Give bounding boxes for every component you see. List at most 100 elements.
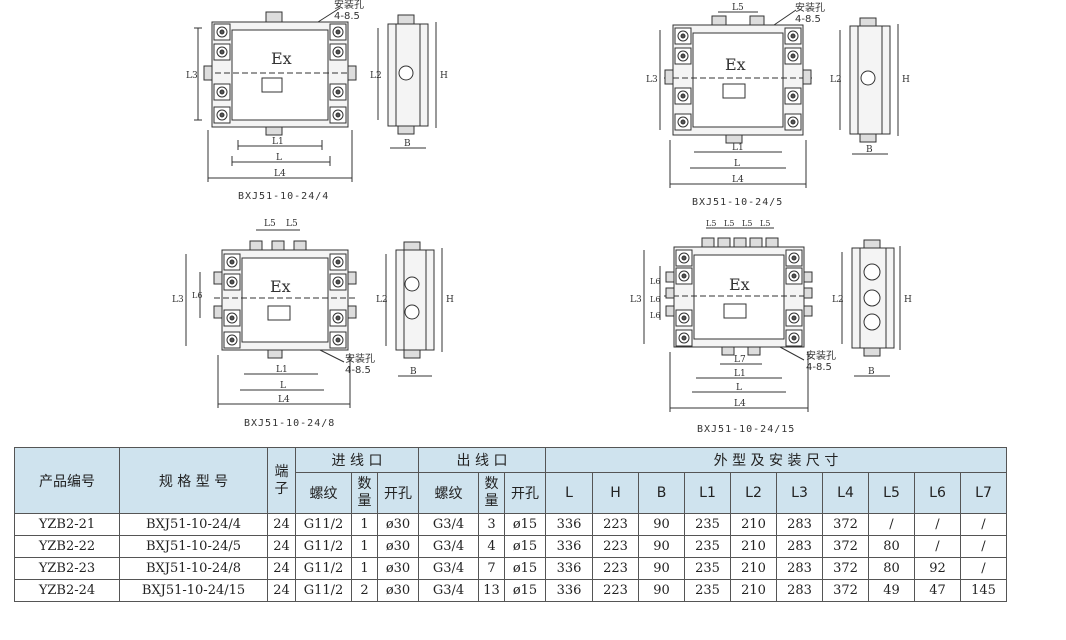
dim-l7-4: L7 bbox=[734, 355, 746, 365]
drawing-caption-4: BXJ51-10-24/15 bbox=[697, 424, 796, 435]
dim-l1-1: L1 bbox=[272, 137, 284, 147]
drawing-bxj51-4 bbox=[194, 7, 437, 182]
header-dim-h: H bbox=[592, 472, 639, 514]
dim-l4-1: L4 bbox=[274, 169, 286, 179]
drawing-bxj51-5 bbox=[659, 9, 899, 188]
table-cell: / bbox=[960, 513, 1007, 536]
header-product-no: 产品编号 bbox=[14, 447, 120, 514]
install-hole-label: 安装孔 bbox=[806, 351, 836, 362]
product-no-cell: YZB2-24 bbox=[14, 579, 120, 602]
table-cell: 1 bbox=[351, 535, 378, 558]
header-dim-b: B bbox=[638, 472, 685, 514]
table-cell: 90 bbox=[638, 557, 685, 580]
dim-l2-4: L2 bbox=[832, 295, 844, 305]
dim-h-2: H bbox=[902, 75, 910, 85]
header-inlet: 进 线 口 bbox=[295, 447, 419, 473]
product-no-cell: YZB2-23 bbox=[14, 557, 120, 580]
dim-l-3: L bbox=[280, 381, 286, 391]
table-cell: / bbox=[868, 513, 915, 536]
dim-l1-2: L1 bbox=[732, 143, 744, 153]
dim-l5d-4: L5 bbox=[760, 219, 770, 228]
ex-mark-3: Ex bbox=[270, 277, 291, 296]
dim-b-2: B bbox=[866, 145, 873, 155]
header-inlet-qty: 数量 bbox=[351, 472, 378, 514]
dim-l6b-4: L6 bbox=[650, 295, 660, 304]
table-cell: 7 bbox=[478, 557, 505, 580]
table-cell: G11/2 bbox=[295, 513, 352, 536]
header-outlet-qty-text: 数量 bbox=[484, 476, 499, 509]
table-cell: G11/2 bbox=[295, 535, 352, 558]
table-cell: / bbox=[914, 513, 961, 536]
header-outlet: 出 线 口 bbox=[418, 447, 546, 473]
table-cell: ø30 bbox=[377, 513, 419, 536]
header-outlet-thread: 螺纹 bbox=[418, 472, 479, 514]
table-cell: 372 bbox=[822, 557, 869, 580]
table-cell: 336 bbox=[545, 535, 593, 558]
install-hole-spec: 4-8.5 bbox=[334, 11, 360, 22]
table-cell: 80 bbox=[868, 535, 915, 558]
table-cell: 24 bbox=[267, 579, 296, 602]
install-hole-label: 安装孔 bbox=[334, 0, 364, 11]
header-dim-l3: L3 bbox=[776, 472, 823, 514]
table-cell: G3/4 bbox=[418, 579, 479, 602]
table-cell: 235 bbox=[684, 579, 731, 602]
table-cell: 2 bbox=[351, 579, 378, 602]
table-cell: 223 bbox=[592, 513, 639, 536]
table-cell: 90 bbox=[638, 579, 685, 602]
table-cell: 49 bbox=[868, 579, 915, 602]
product-no-cell: YZB2-22 bbox=[14, 535, 120, 558]
header-terminal: 端子 bbox=[267, 447, 296, 514]
dim-l5-2: L5 bbox=[732, 3, 744, 13]
table-cell: 223 bbox=[592, 579, 639, 602]
table-cell: / bbox=[960, 557, 1007, 580]
install-hole-note-3: 安装孔 4-8.5 bbox=[345, 354, 375, 376]
table-cell: 24 bbox=[267, 513, 296, 536]
header-inlet-hole: 开孔 bbox=[377, 472, 419, 514]
header-dim-l1: L1 bbox=[684, 472, 731, 514]
header-dim-l5: L5 bbox=[868, 472, 915, 514]
table-cell: 336 bbox=[545, 513, 593, 536]
table-cell: 372 bbox=[822, 579, 869, 602]
dim-l5c-4: L5 bbox=[742, 219, 752, 228]
ex-mark-2: Ex bbox=[725, 55, 746, 74]
table-cell: G3/4 bbox=[418, 557, 479, 580]
table-cell: 223 bbox=[592, 557, 639, 580]
install-hole-note-1: 安装孔 4-8.5 bbox=[334, 0, 364, 22]
table-cell: ø15 bbox=[504, 535, 546, 558]
table-cell: 1 bbox=[351, 513, 378, 536]
install-hole-note-4: 安装孔 4-8.5 bbox=[806, 351, 836, 373]
model-cell: BXJ51-10-24/4 bbox=[119, 513, 268, 536]
table-cell: 235 bbox=[684, 557, 731, 580]
table-cell: 24 bbox=[267, 535, 296, 558]
dim-l4-2: L4 bbox=[732, 175, 744, 185]
table-cell: 210 bbox=[730, 535, 777, 558]
table-cell: 336 bbox=[545, 579, 593, 602]
table-cell: 90 bbox=[638, 513, 685, 536]
dim-l6c-4: L6 bbox=[650, 311, 660, 320]
dim-l5b-3: L5 bbox=[286, 219, 298, 229]
technical-drawings: Ex L1 L L4 L3 L2 H B Ex L5 L1 L L4 L3 L2… bbox=[172, 0, 912, 435]
header-dimensions: 外 型 及 安 装 尺 寸 bbox=[545, 447, 1007, 473]
dim-l1-3: L1 bbox=[276, 365, 288, 375]
table-cell: 92 bbox=[914, 557, 961, 580]
install-hole-spec: 4-8.5 bbox=[795, 14, 821, 25]
dim-l4-4: L4 bbox=[734, 399, 746, 409]
table-cell: G11/2 bbox=[295, 579, 352, 602]
dim-l-1: L bbox=[276, 153, 282, 163]
table-cell: ø30 bbox=[377, 579, 419, 602]
dim-l5a-4: L5 bbox=[706, 219, 716, 228]
header-dim-l2: L2 bbox=[730, 472, 777, 514]
dim-l3-3: L3 bbox=[172, 295, 184, 305]
install-hole-note-2: 安装孔 4-8.5 bbox=[795, 3, 825, 25]
install-hole-spec: 4-8.5 bbox=[806, 362, 832, 373]
dim-l2-1: L2 bbox=[370, 71, 382, 81]
drawing-bxj51-8 bbox=[185, 229, 443, 408]
dim-h-3: H bbox=[446, 295, 454, 305]
dim-b-4: B bbox=[868, 367, 875, 377]
install-hole-label: 安装孔 bbox=[795, 3, 825, 14]
table-cell: G3/4 bbox=[418, 513, 479, 536]
